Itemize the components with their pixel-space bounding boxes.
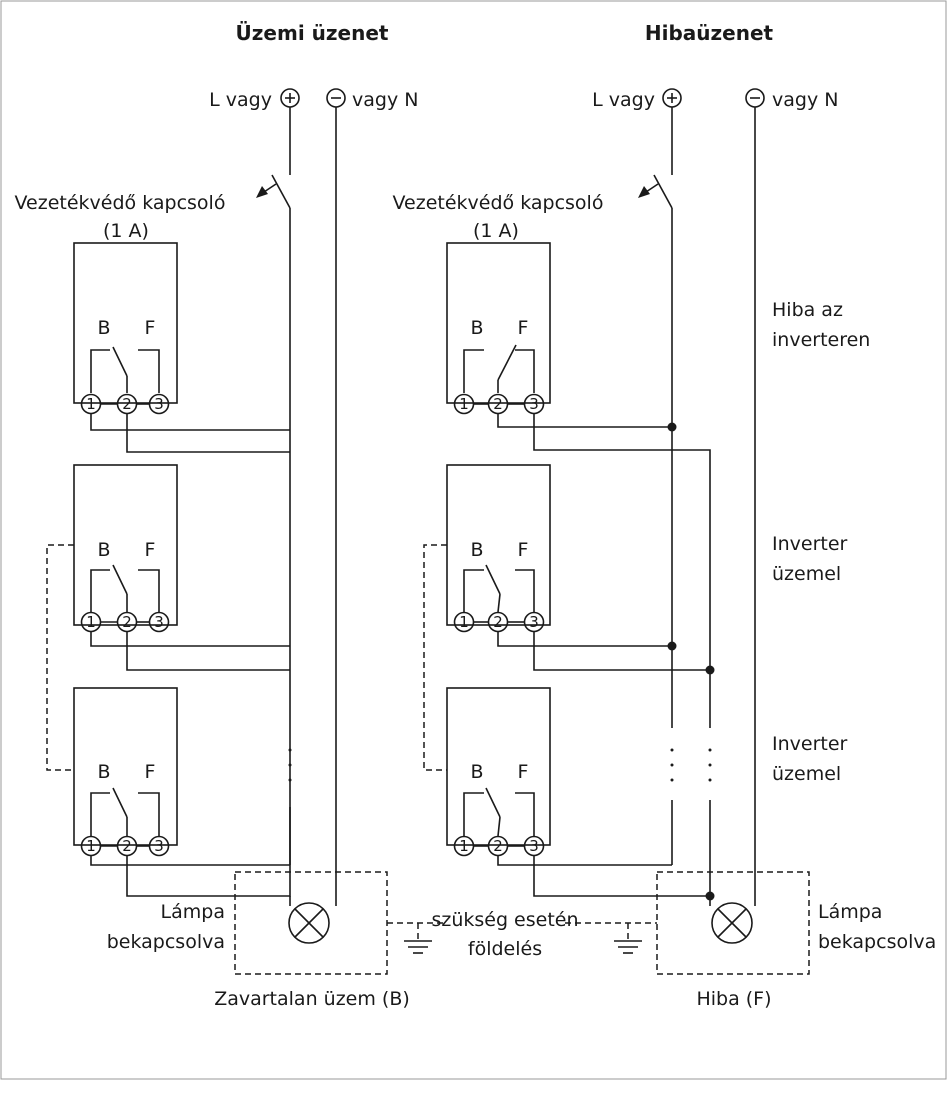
right-relay-3: B F 1 2 3: [446, 687, 551, 857]
grounding-label-2: földelés: [468, 938, 542, 960]
status-2-line-1: Inverter: [772, 533, 848, 555]
left-wire-6: [126, 807, 291, 897]
left-dashed-bridge: [46, 544, 74, 771]
fault-message-panel: Hibaüzenet L vagy vagy N Vezetékvédő kap…: [393, 21, 937, 1010]
relay-contact-f: F: [145, 317, 156, 339]
left-breaker-rating: (1 A): [103, 220, 149, 242]
relay-contact-b: B: [470, 761, 483, 783]
terminal-2: 2: [493, 613, 503, 631]
left-continuation-dots: [288, 748, 292, 782]
status-1-line-1: Hiba az: [772, 299, 843, 321]
right-continuation-dots: [670, 748, 712, 782]
terminal-2: 2: [493, 837, 503, 855]
operating-message-panel: Üzemi üzenet L vagy vagy N Vezetékvédő k…: [15, 21, 419, 1010]
right-relay-1: B F 1 2 3: [446, 242, 551, 415]
status-3-line-1: Inverter: [772, 733, 848, 755]
right-wire-3: [497, 632, 672, 647]
right-wire-6: [533, 856, 710, 897]
terminal-2: 2: [493, 395, 503, 413]
relay-contact-f: F: [518, 317, 529, 339]
terminal-1: 1: [459, 613, 469, 631]
status-3-line-2: üzemel: [772, 763, 841, 785]
left-wire-3: [90, 632, 290, 647]
right-junction-3: [705, 665, 715, 675]
left-wire-2: [126, 414, 290, 453]
terminal-1: 1: [86, 395, 96, 413]
terminal-2: 2: [122, 395, 132, 413]
right-n-label: vagy N: [772, 89, 838, 111]
left-wire-5: [90, 856, 290, 866]
left-relay-1: B F 1 2 3: [73, 242, 178, 415]
relay-contact-f: F: [145, 539, 156, 561]
right-junction-2: [667, 641, 677, 651]
right-l-label: L vagy: [592, 89, 655, 111]
terminal-3: 3: [529, 613, 539, 631]
terminal-1: 1: [459, 395, 469, 413]
left-breaker-switch-icon: [256, 107, 291, 865]
right-breaker-switch-icon: [638, 107, 673, 865]
terminal-1: 1: [86, 613, 96, 631]
terminal-3: 3: [529, 395, 539, 413]
left-lamp-icon: [288, 807, 337, 944]
left-n-label: vagy N: [352, 89, 418, 111]
left-plus-terminal-icon: [280, 88, 300, 108]
right-wire-4: [533, 632, 710, 671]
terminal-3: 3: [154, 613, 164, 631]
right-caption: Hiba (F): [696, 988, 771, 1010]
terminal-1: 1: [86, 837, 96, 855]
left-lamp-label-1: Lámpa: [161, 901, 225, 923]
relay-contact-f: F: [518, 761, 529, 783]
terminal-3: 3: [154, 837, 164, 855]
left-ground-icon: [404, 923, 432, 954]
right-lamp-icon: [711, 902, 753, 944]
left-relay-2: B F 1 2 3: [73, 464, 178, 633]
terminal-1: 1: [459, 837, 469, 855]
left-lamp-label-2: bekapcsolva: [107, 931, 225, 953]
right-junction-1: [667, 422, 677, 432]
left-relay-3: B F 1 2 3: [73, 687, 178, 857]
right-lamp-enclosure: [656, 871, 810, 975]
right-wire-5: [497, 856, 672, 866]
terminal-2: 2: [122, 837, 132, 855]
grounding-label-1: szükség esetén: [431, 909, 578, 931]
right-ground-icon: [614, 923, 642, 954]
relay-contact-b: B: [97, 539, 110, 561]
relay-contact-b: B: [470, 317, 483, 339]
right-wire-1: [497, 414, 672, 428]
right-lamp-label-1: Lámpa: [818, 901, 882, 923]
figure-frame: [0, 0, 947, 1080]
right-dashed-bridge: [423, 544, 447, 771]
left-lamp-enclosure: [234, 871, 388, 975]
status-2-line-2: üzemel: [772, 563, 841, 585]
right-title: Hibaüzenet: [645, 21, 774, 45]
terminal-2: 2: [122, 613, 132, 631]
left-l-label: L vagy: [209, 89, 272, 111]
relay-contact-f: F: [145, 761, 156, 783]
right-breaker-label: Vezetékvédő kapcsoló: [393, 192, 604, 214]
status-1-line-2: inverteren: [772, 329, 870, 351]
right-lamp-label-2: bekapcsolva: [818, 931, 936, 953]
grounding-group: szükség esetén földelés: [387, 909, 657, 960]
right-minus-terminal-icon: [745, 88, 765, 108]
right-relay-2: B F 1 2 3: [446, 464, 551, 633]
right-plus-terminal-icon: [662, 88, 682, 108]
left-caption: Zavartalan üzem (B): [214, 988, 410, 1010]
left-breaker-label: Vezetékvédő kapcsoló: [15, 192, 226, 214]
terminal-3: 3: [529, 837, 539, 855]
relay-contact-b: B: [97, 317, 110, 339]
right-wire-2: [533, 414, 711, 728]
relay-contact-f: F: [518, 539, 529, 561]
right-breaker-rating: (1 A): [473, 220, 519, 242]
relay-contact-b: B: [97, 761, 110, 783]
left-wire-4: [126, 632, 290, 671]
terminal-3: 3: [154, 395, 164, 413]
relay-contact-b: B: [470, 539, 483, 561]
left-minus-terminal-icon: [326, 88, 346, 108]
left-wire-1: [90, 414, 290, 431]
right-junction-4: [705, 891, 715, 901]
left-title: Üzemi üzenet: [236, 21, 389, 45]
